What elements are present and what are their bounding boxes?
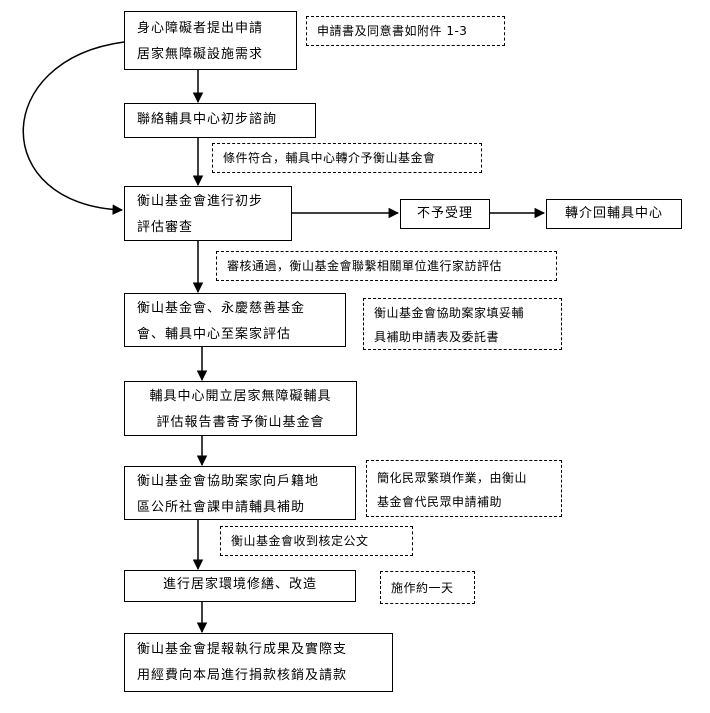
note-simplify-line1: 簡化民眾繁瑣作業，由衡山 bbox=[377, 471, 528, 485]
note-simplify-line2: 基金會代民眾申請補助 bbox=[377, 495, 503, 509]
note-assist-form-line2: 具補助申請表及委託書 bbox=[374, 330, 500, 344]
arrow-bypass-curve bbox=[22, 41, 125, 215]
step-subsidy-line2: 區公所社會課申請輔具補助 bbox=[137, 500, 306, 515]
note-assist-form-line1: 衡山基金會協助案家填妥輔 bbox=[374, 306, 525, 320]
step-subsidy-box: 衡山基金會協助案家向戶籍地 區公所社會課申請輔具補助 bbox=[124, 466, 356, 520]
step-initial-eval-line1: 衡山基金會進行初步 bbox=[137, 194, 264, 209]
note-received-label: 衡山基金會收到核定公文 bbox=[231, 534, 369, 548]
note-attachments-label: 申請書及同意書如附件 1-3 bbox=[317, 24, 468, 38]
step-contact-label: 聯絡輔具中心初步諮詢 bbox=[137, 112, 278, 127]
step-apply-box: 身心障礙者提出申請 居家無障礙設施需求 bbox=[124, 11, 297, 70]
step-home-eval-line1: 衡山基金會、永慶慈善基金 bbox=[137, 301, 306, 316]
step-home-eval-line2: 會、輔具中心至案家評估 bbox=[137, 327, 292, 342]
step-final-report-line2: 用經費向本局進行捐款核銷及請款 bbox=[137, 668, 348, 683]
note-assist-form: 衡山基金會協助案家填妥輔 具補助申請表及委託書 bbox=[363, 298, 562, 350]
step-final-report-box: 衡山基金會提報執行成果及實際支 用經費向本局進行捐款核銷及請款 bbox=[124, 633, 393, 692]
note-approved-label: 審核通過，衡山基金會聯繫相關單位進行家訪評估 bbox=[227, 259, 503, 273]
reject-box: 不予受理 bbox=[400, 199, 490, 229]
step-renovate-label: 進行居家環境修繕、改造 bbox=[162, 577, 317, 592]
note-duration-label: 施作約一天 bbox=[391, 581, 454, 595]
step-apply-line2: 居家無障礙設施需求 bbox=[137, 47, 264, 62]
step-initial-eval-line2: 評估審查 bbox=[137, 220, 194, 235]
step-report-line1: 輔具中心開立居家無障礙輔具 bbox=[149, 389, 332, 404]
step-home-eval-box: 衡山基金會、永慶慈善基金 會、輔具中心至案家評估 bbox=[124, 293, 346, 347]
referral-box: 轉介回輔具中心 bbox=[546, 199, 682, 229]
referral-label: 轉介回輔具中心 bbox=[564, 206, 663, 221]
note-simplify: 簡化民眾繁瑣作業，由衡山 基金會代民眾申請補助 bbox=[366, 460, 562, 517]
step-subsidy-line1: 衡山基金會協助案家向戶籍地 bbox=[137, 474, 320, 489]
step-renovate-box: 進行居家環境修繕、改造 bbox=[124, 570, 356, 602]
step-final-report-line1: 衡山基金會提報執行成果及實際支 bbox=[137, 642, 348, 657]
step-report-line2: 評估報告書寄予衡山基金會 bbox=[156, 415, 325, 430]
note-received: 衡山基金會收到核定公文 bbox=[220, 526, 413, 556]
note-approved: 審核通過，衡山基金會聯繫相關單位進行家訪評估 bbox=[216, 251, 557, 281]
reject-label: 不予受理 bbox=[416, 206, 473, 221]
step-apply-line1: 身心障礙者提出申請 bbox=[137, 21, 264, 36]
step-initial-eval-box: 衡山基金會進行初步 評估審查 bbox=[124, 186, 292, 241]
step-report-box: 輔具中心開立居家無障礙輔具 評估報告書寄予衡山基金會 bbox=[124, 381, 357, 436]
note-duration: 施作約一天 bbox=[380, 571, 475, 604]
note-attachments: 申請書及同意書如附件 1-3 bbox=[306, 16, 505, 46]
note-eligible: 條件符合，輔具中心轉介予衡山基金會 bbox=[212, 143, 482, 173]
step-contact-box: 聯絡輔具中心初步諮詢 bbox=[124, 103, 316, 138]
note-eligible-label: 條件符合，輔具中心轉介予衡山基金會 bbox=[223, 151, 436, 165]
